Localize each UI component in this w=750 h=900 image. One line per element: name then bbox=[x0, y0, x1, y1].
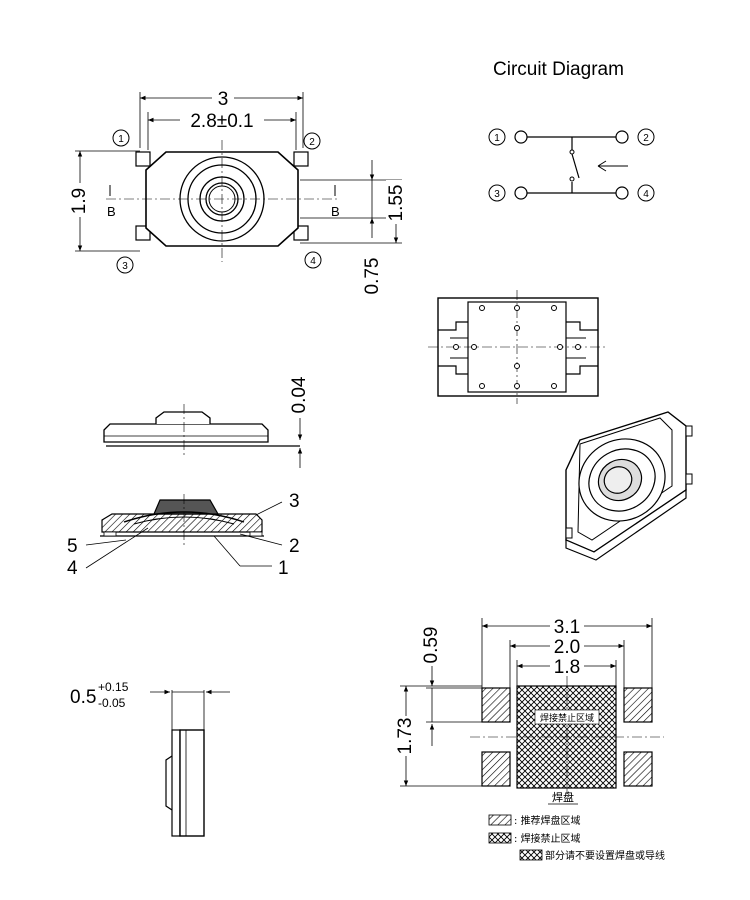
dim-footprint-31: 3.1 bbox=[554, 617, 580, 638]
pin-marker-2 bbox=[637, 128, 655, 146]
dim-footprint-20: 2.0 bbox=[554, 637, 580, 658]
dim-footprint-18: 1.8 bbox=[554, 657, 580, 678]
section-view: 3 5 2 4 1 bbox=[67, 491, 300, 579]
dim-height-right: 1.55 bbox=[386, 185, 407, 222]
top-view: 3 2.8±0.1 1 2 3 4 B B bbox=[69, 86, 407, 294]
dim-tol-plus: +0.15 bbox=[98, 680, 129, 694]
pad-2 bbox=[623, 687, 653, 723]
switch-contact bbox=[571, 153, 580, 179]
legend-item-1: : 推荐焊盘区域 bbox=[514, 814, 581, 827]
circuit-pin-3: 3 bbox=[494, 189, 500, 200]
pad-3 bbox=[481, 751, 511, 787]
dim-width-inner: 2.8±0.1 bbox=[190, 111, 253, 132]
pad-label: 焊盘 bbox=[552, 790, 574, 804]
callout-4: 4 bbox=[67, 558, 78, 579]
circuit-title: Circuit Diagram bbox=[493, 59, 624, 80]
isometric-view bbox=[565, 411, 693, 561]
section-label-right: B bbox=[331, 204, 340, 219]
circuit-diagram: Circuit Diagram 1 2 3 4 bbox=[488, 59, 655, 202]
section-label-left: B bbox=[107, 204, 116, 219]
legend-item-2: : 焊接禁止区域 bbox=[514, 832, 581, 845]
dim-footprint-173: 1.73 bbox=[395, 718, 416, 755]
pin-marker-1 bbox=[488, 128, 506, 146]
callout-3: 3 bbox=[289, 491, 300, 512]
top-pin-1: 1 bbox=[118, 134, 124, 145]
side-view: 0.04 bbox=[103, 376, 310, 468]
terminal-2 bbox=[615, 130, 629, 144]
top-pin-4: 4 bbox=[310, 256, 316, 267]
circuit-pin-2: 2 bbox=[643, 133, 649, 144]
bottom-view bbox=[428, 290, 608, 404]
dim-thickness: 0.5 bbox=[70, 687, 96, 708]
terminal-3 bbox=[514, 186, 528, 200]
dim-footprint-059: 0.59 bbox=[421, 627, 442, 664]
callout-2: 2 bbox=[289, 536, 300, 557]
dim-004: 0.04 bbox=[289, 376, 310, 413]
end-view: 0.5 +0.15 -0.05 bbox=[70, 680, 230, 837]
circuit-pin-4: 4 bbox=[643, 189, 649, 200]
legend-swatch-note bbox=[519, 849, 543, 861]
top-pin-2: 2 bbox=[309, 137, 315, 148]
legend: : 推荐焊盘区域 : 焊接禁止区域 部分请不要设置焊盘或导线 bbox=[488, 814, 665, 862]
dim-width-outer: 3 bbox=[218, 89, 229, 110]
pin-marker-4 bbox=[637, 184, 655, 202]
pad-4 bbox=[623, 751, 653, 787]
legend-swatch-pad bbox=[488, 814, 512, 826]
dim-height-left: 1.9 bbox=[69, 188, 90, 214]
dim-tol-minus: -0.05 bbox=[98, 696, 126, 710]
pad-1 bbox=[481, 687, 511, 723]
top-pin-3: 3 bbox=[122, 261, 128, 272]
keepout-label: 焊接禁止区域 bbox=[540, 712, 594, 724]
callout-1: 1 bbox=[278, 558, 289, 579]
terminal-4 bbox=[615, 186, 629, 200]
terminal-1 bbox=[514, 130, 528, 144]
legend-item-3: 部分请不要设置焊盘或导线 bbox=[545, 849, 665, 862]
dim-075: 0.75 bbox=[362, 258, 383, 295]
pin-marker-3 bbox=[488, 184, 506, 202]
callout-5: 5 bbox=[67, 536, 78, 557]
pcb-footprint: 3.1 2.0 1.8 焊接禁止区域 焊盘 0.59 bbox=[395, 617, 664, 805]
circuit-pin-1: 1 bbox=[494, 133, 500, 144]
legend-swatch-keepout bbox=[488, 832, 512, 844]
